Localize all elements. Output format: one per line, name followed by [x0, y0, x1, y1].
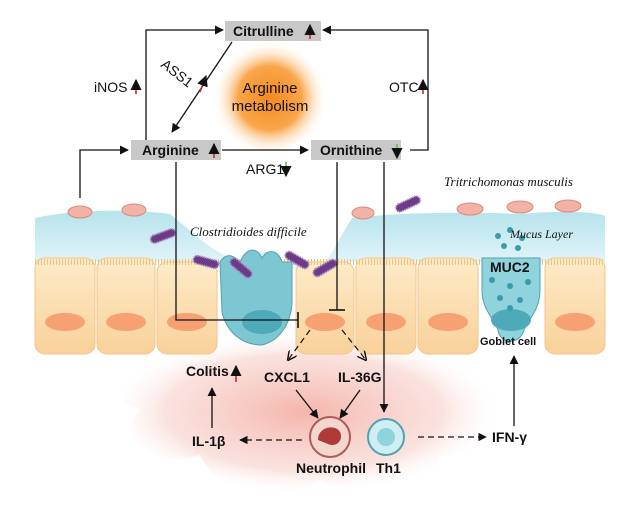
citrulline-box: Citrulline: [225, 21, 321, 41]
damaged-goblet-cell: [219, 249, 293, 346]
il36g-label: IL-36G: [338, 369, 382, 385]
neutrophil-label: Neutrophil: [296, 460, 366, 476]
clostridioides-label: Clostridioides difficile: [190, 224, 307, 239]
tritrichomonas-label: Tritrichomonas musculis: [444, 174, 573, 189]
c-difficile-bacteria: [149, 195, 422, 279]
inos-label: iNOS: [94, 79, 127, 95]
arginine-box: Arginine: [131, 140, 221, 160]
metabolism-glow: Arginine metabolism: [212, 40, 328, 156]
arginine-label: Arginine: [142, 142, 199, 158]
neutrophil-cell: Neutrophil: [296, 416, 366, 476]
arg1-label: ARG1: [246, 161, 284, 177]
th1-cell: Th1 IFN-γ: [367, 355, 527, 476]
goblet-cell-label: Goblet cell: [480, 336, 536, 348]
center-title-line2: metabolism: [232, 98, 309, 115]
ifng-label: IFN-γ: [492, 429, 527, 445]
inflammation-region: [105, 329, 502, 495]
mucus-layer-label: Mucus Layer: [509, 227, 573, 241]
mucus-layer: [35, 210, 605, 272]
colitis-label: Colitis: [186, 363, 229, 379]
citrulline-label: Citrulline: [233, 23, 294, 39]
th1-label: Th1: [376, 460, 401, 476]
goblet-cell: [481, 227, 541, 342]
il1b-label: IL-1β: [192, 433, 226, 449]
ass1-up-arrow: [197, 74, 208, 93]
ass1-label: ASS1: [158, 56, 196, 91]
muc2-label: MUC2: [490, 259, 530, 275]
tritrichomonas-parasites: [67, 199, 582, 220]
center-title-line1: Arginine: [242, 80, 297, 97]
ornithine-box: Ornithine: [311, 140, 403, 160]
otc-label: OTC: [389, 79, 419, 95]
cxcl1-label: CXCL1: [264, 369, 310, 385]
ornithine-label: Ornithine: [320, 142, 382, 158]
immune-cascade: CXCL1 IL-36G Colitis IL-1β: [186, 329, 382, 449]
